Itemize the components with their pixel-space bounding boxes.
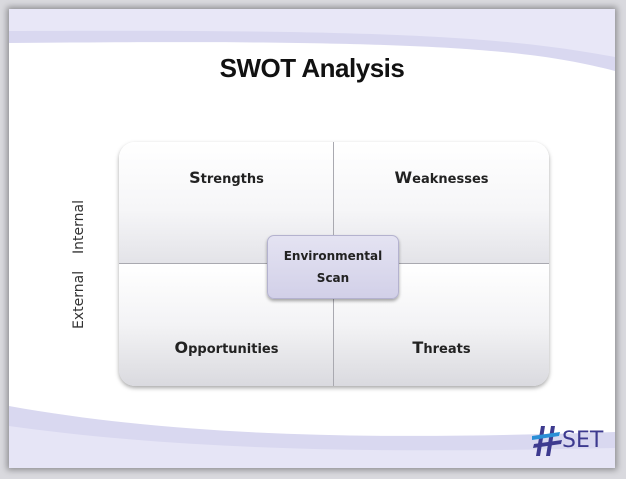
bottom-decorative-band [9,406,615,468]
center-line-1: Environmental [283,249,383,263]
weaknesses-quadrant: Weaknesses [334,142,549,264]
logo-text: SET [562,428,604,453]
weaknesses-label: Weaknesses [394,167,489,187]
threats-label: Threats [412,337,471,357]
environmental-scan-box: Environmental Scan [267,235,399,299]
opportunities-label: Opportunities [174,337,279,357]
swot-grid: Strengths Weaknesses Opportunities Threa… [119,142,549,386]
external-label: External [71,270,87,329]
set-logo: SET [532,424,612,460]
slide-title: SWOT Analysis [219,53,405,83]
slide: SWOT Analysis Internal External Strength… [9,9,615,468]
top-decorative-band [9,9,615,71]
logo-mark-icon [532,426,562,456]
center-line-2: Scan [316,271,350,285]
axis-labels: Internal External [71,184,101,344]
threats-quadrant: Threats [334,264,549,386]
strengths-label: Strengths [189,167,264,187]
